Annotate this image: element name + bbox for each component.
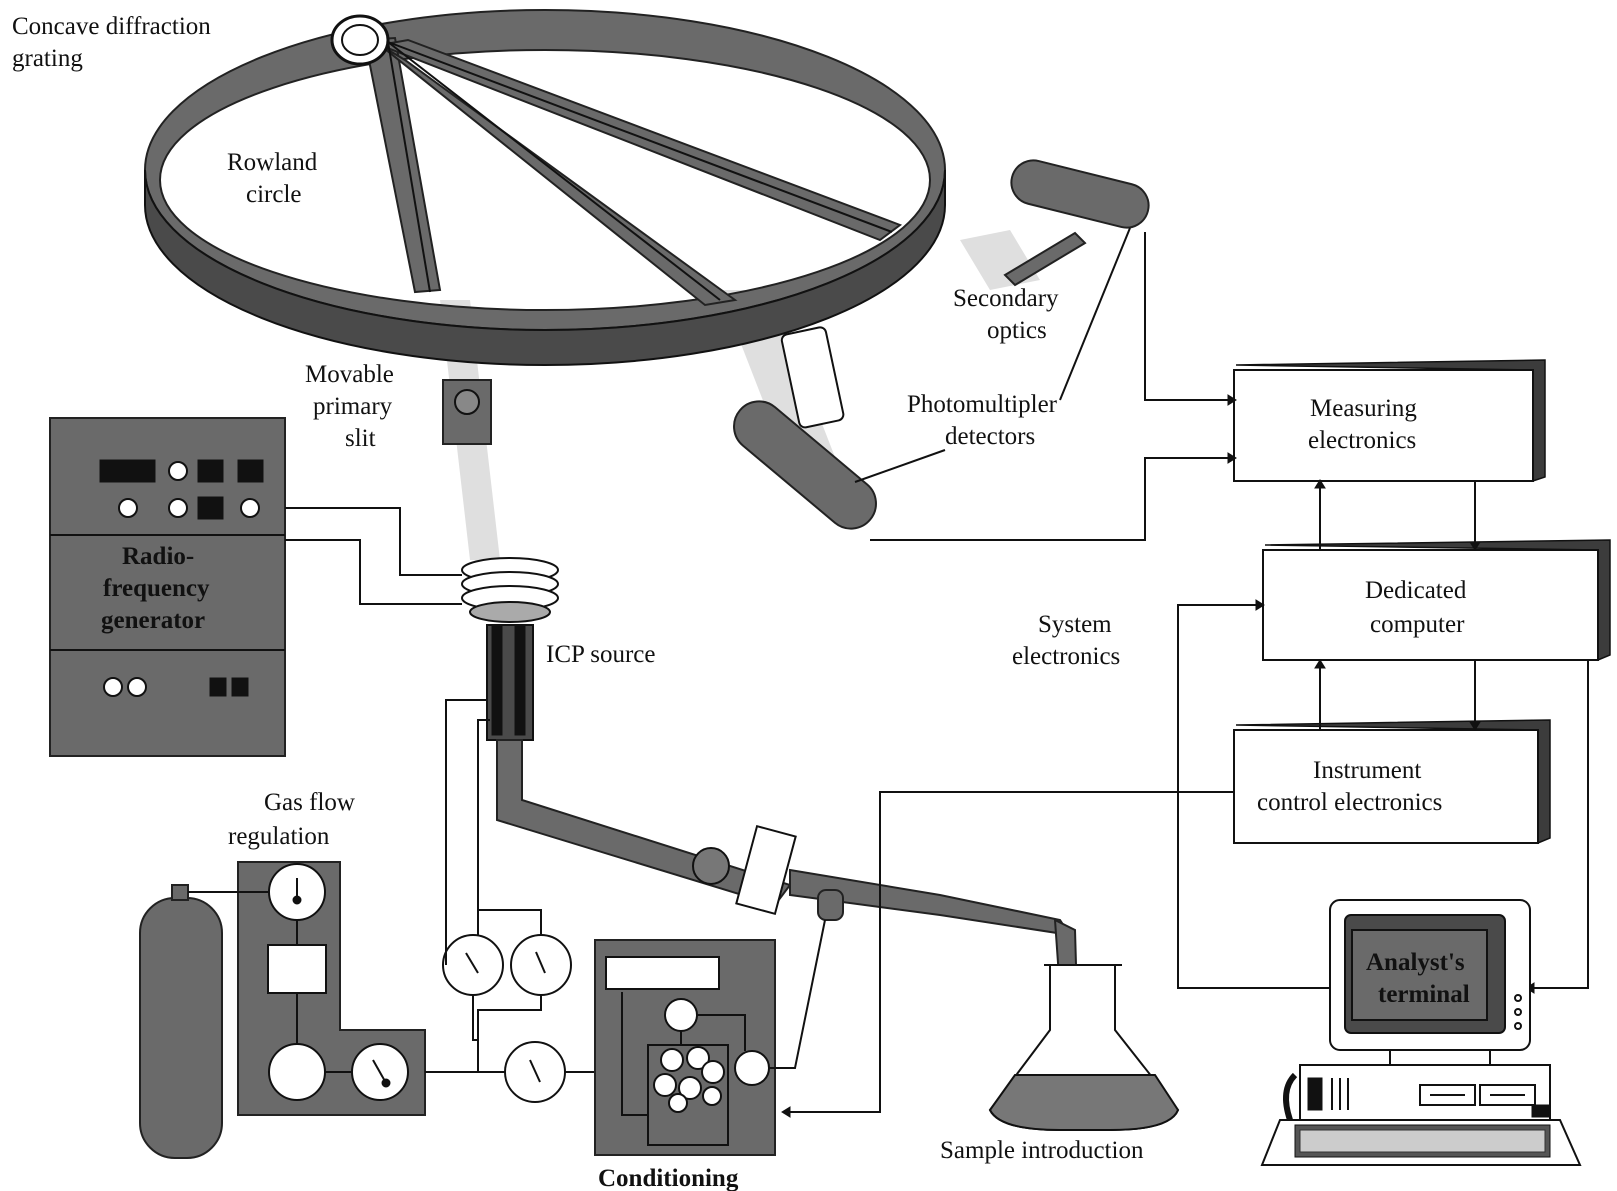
instrument-label-line1: Instrument [1313,757,1421,784]
measuring-label-line2: electronics [1308,427,1416,454]
computer-label-line2: computer [1370,611,1465,638]
gas-flow-label-line2: regulation [228,823,330,850]
rf-wire-1 [285,508,462,575]
rowland-label-line2: circle [246,181,302,208]
instrument-label-line2: control electronics [1257,789,1442,816]
upper-photomultiplier [1007,156,1153,233]
rf-label-line1: Radio- [122,543,194,570]
photomultiplier-label-line1: Photomultipler [907,391,1058,418]
rf-wire-2 [285,540,462,604]
terminal-label-line2: terminal [1378,981,1470,1008]
beam-to-secondary-optics [960,230,1040,290]
sample-flask [990,965,1178,1130]
detector-pointer-lower [855,450,945,482]
conditioning-unit [595,920,825,1155]
detector-pointer-upper [1060,228,1130,400]
system-electronics-label-line1: System [1038,611,1112,638]
measuring-label-line1: Measuring [1310,395,1417,422]
gas-flow-label-line1: Gas flow [264,789,355,816]
rf-label-line3: generator [101,607,205,634]
computer-label-line1: Dedicated [1365,577,1467,604]
icp-source-label: ICP source [546,641,655,668]
conditioning-label: Conditioning [598,1165,739,1191]
secondary-optics-label-line2: optics [987,317,1047,344]
slit-label-line3: slit [345,425,376,452]
slit-label-line1: Movable [305,361,394,388]
concave-grating [332,16,388,64]
movable-slit [443,380,491,444]
secondary-optics-label-line1: Secondary [953,285,1059,312]
grating-label-line2: grating [12,45,83,72]
slit-label-line2: primary [313,393,393,420]
grating-label-line1: Concave diffraction [12,13,211,40]
system-electronics-label-line2: electronics [1012,643,1120,670]
terminal-label-line1: Analyst's [1366,949,1465,976]
sample-introduction-label: Sample introduction [940,1137,1144,1164]
photomultiplier-label-line2: detectors [945,423,1035,450]
rf-label-line2: frequency [103,575,210,602]
gas-flow-regulator [238,862,425,1115]
analyst-terminal [1262,900,1580,1165]
rowland-label-line1: Rowland [227,149,318,176]
